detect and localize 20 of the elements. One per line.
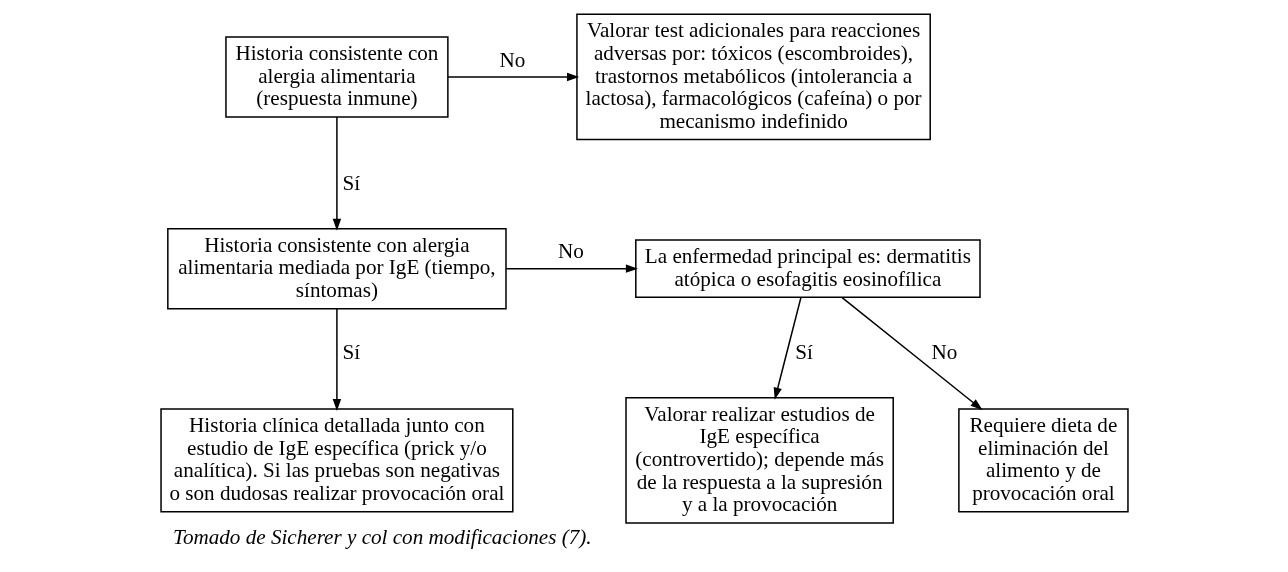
edge-label: Sí xyxy=(794,339,813,364)
node-box: Historia consistente con alergia alimentaria (respuesta inmune) xyxy=(224,36,449,118)
edge-label: No xyxy=(931,339,957,364)
arrow xyxy=(332,116,341,231)
edge-label: Sí xyxy=(341,339,360,364)
arrow xyxy=(446,72,579,82)
node-box: Valorar test adicionales para reacciones adversas por: tóxicos (escombroides), trastornos metabólicos (intolerancia a lactosa), farmacológicos (cafeína) o por mecanismo indefinido xyxy=(575,13,931,141)
node-box: Historia consistente con alergia alimentaria mediada por IgE (tiempo, síntomas) xyxy=(166,227,507,310)
node-box: Valorar realizar estudios de IgE específica (controvertido); depende más de la respuesta a la supresión y a la provocación xyxy=(624,396,894,524)
arrow xyxy=(773,296,802,400)
edge-label: No xyxy=(557,239,584,264)
arrow xyxy=(840,296,983,411)
node-box: Historia clínica detallada junto con estudio de IgE específica (prick y/o analítica). Si las pruebas son negativas o son dudosas realizar provocación oral xyxy=(159,408,514,513)
edge-label: Sí xyxy=(341,170,360,195)
node-box: Requiere dieta de eliminación del alimento y de provocación oral xyxy=(957,408,1129,513)
node-box: La enfermedad principal es: dermatitis atópica o esofagitis eosinofílica xyxy=(634,239,981,299)
edge-label: No xyxy=(498,47,525,72)
caption: Tomado de Sicherer y col con modificaciones (7). xyxy=(172,525,592,550)
arrow xyxy=(505,264,638,273)
arrow xyxy=(332,308,341,412)
